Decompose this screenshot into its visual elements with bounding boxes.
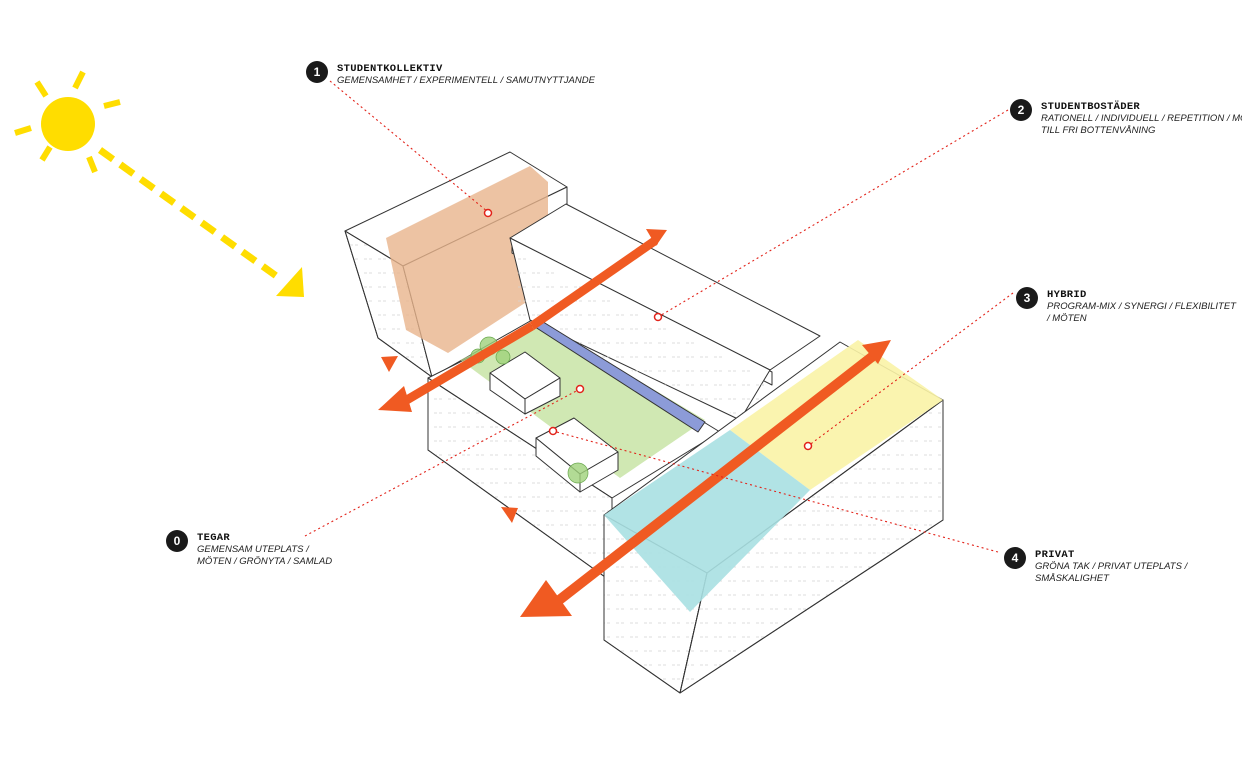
sun-icon [14,70,121,174]
label-desc-line: TILL FRI BOTTENVÅNING [1041,124,1156,136]
building-massing [344,151,944,694]
label-title: TEGAR [197,532,231,544]
label-desc-line: / MÖTEN [1047,312,1087,324]
label-desc-line: GEMENSAMHET / EXPERIMENTELL / SAMUTNYTTJ… [337,75,595,86]
number-badge: 4 [1004,547,1026,569]
label-desc-line: MÖTEN / GRÖNYTA / SAMLAD [197,555,333,567]
number-badge: 2 [1010,99,1032,121]
number-badge: 0 [166,530,188,552]
entrance-markers [381,356,518,523]
label-title: STUDENTBOSTÄDER [1041,101,1141,113]
number-badge: 3 [1016,287,1038,309]
label-studentkollektiv: 1 STUDENTKOLLEKTIV GEMENSAMHET / EXPERIM… [306,61,595,87]
label-desc-line: SMÅSKALIGHET [1035,572,1109,584]
leader-lines [304,80,1014,553]
number-badge: 1 [306,61,328,83]
label-title: HYBRID [1047,289,1087,301]
label-tegar: 0 TEGAR GEMENSAM UTEPLATS / MÖTEN / GRÖN… [166,530,333,567]
label-desc-line: RATIONELL / INDIVIDUELL / REPETITION / M… [1041,113,1242,124]
label-desc-line: GEMENSAM UTEPLATS / [197,544,309,555]
label-title: PRIVAT [1035,549,1075,561]
label-desc-line: GRÖNA TAK / PRIVAT UTEPLATS / [1035,561,1188,572]
label-studentbostader: 2 STUDENTBOSTÄDER RATIONELL / INDIVIDUEL… [1010,99,1242,136]
sun-direction-arrow [97,147,304,297]
label-desc-line: PROGRAM-MIX / SYNERGI / FLEXIBILITET [1047,301,1236,312]
circulation-arrows [378,229,891,617]
label-hybrid: 3 HYBRID PROGRAM-MIX / SYNERGI / FLEXIBI… [1016,287,1236,324]
label-privat: 4 PRIVAT GRÖNA TAK / PRIVAT UTEPLATS / S… [1004,547,1188,584]
label-title: STUDENTKOLLEKTIV [337,63,443,75]
leader-dots [483,208,813,451]
